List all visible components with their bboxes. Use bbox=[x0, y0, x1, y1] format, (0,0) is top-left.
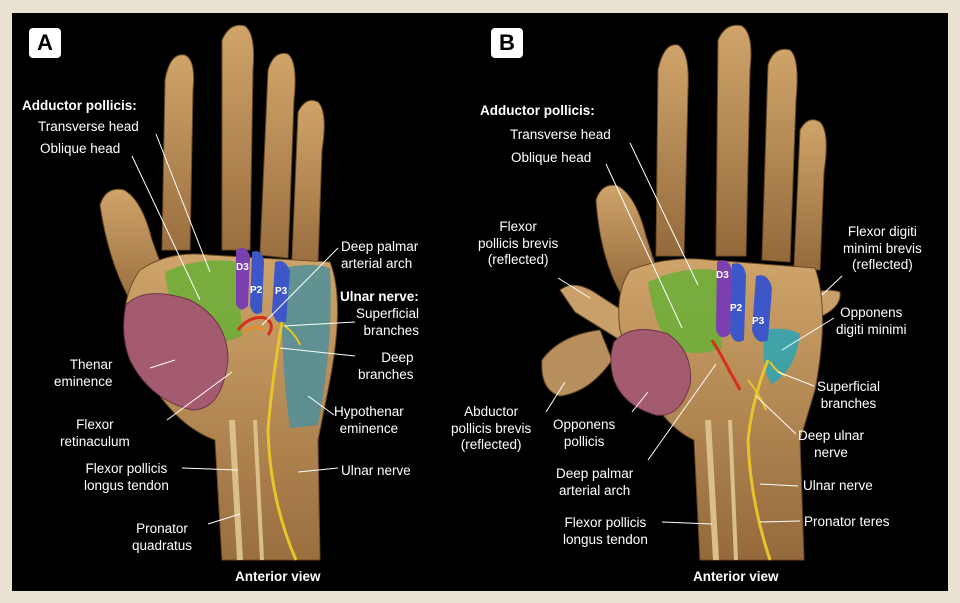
flexor-pollicis-longus-label-b: Flexor pollicis longus tendon bbox=[563, 515, 648, 547]
pronator-quadratus-label-a: Pronator quadratus bbox=[132, 521, 193, 553]
transverse-head-label-b: Transverse head bbox=[510, 127, 611, 142]
thenar-eminence-label-a: Thenar eminence bbox=[54, 357, 113, 389]
ulnar-nerve-heading-a: Ulnar nerve: bbox=[340, 289, 419, 304]
abductor-pollicis-brevis-label-b: Abductor pollicis brevis (reflected) bbox=[451, 404, 532, 452]
panel-a-badge: A bbox=[29, 28, 61, 58]
oblique-head-label-a: Oblique head bbox=[40, 141, 121, 156]
fpb-reflected-label-b: Flexor pollicis brevis (reflected) bbox=[478, 219, 559, 267]
opponens-digiti-minimi-label-b: Opponens digiti minimi bbox=[836, 305, 907, 337]
deep-palmar-arch-label-a: Deep palmar arterial arch bbox=[341, 239, 419, 271]
fdmb-reflected-label-b: Flexor digiti minimi brevis (reflected) bbox=[843, 224, 922, 272]
adductor-pollicis-heading-a: Adductor pollicis: bbox=[22, 98, 137, 113]
ulnar-nerve-label-a: Ulnar nerve bbox=[341, 463, 411, 478]
panel-a-hand bbox=[99, 24, 338, 561]
segment-d3-a: D3 bbox=[236, 262, 249, 273]
ulnar-nerve-label-b: Ulnar nerve bbox=[803, 478, 873, 493]
segment-d3-b: D3 bbox=[716, 270, 729, 281]
deep-branches-label-a: Deep branches bbox=[358, 350, 414, 382]
superficial-branches-label-b: Superficial branches bbox=[817, 379, 881, 411]
deep-palmar-arch-label-b: Deep palmar arterial arch bbox=[556, 466, 634, 498]
anterior-view-label-b: Anterior view bbox=[693, 569, 779, 584]
oblique-head-label-b: Oblique head bbox=[511, 150, 592, 165]
superficial-branches-label-a: Superficial branches bbox=[356, 306, 420, 338]
panel-b-leader-lines bbox=[545, 142, 843, 525]
segment-p2-b: P2 bbox=[730, 303, 743, 314]
segment-p3-b: P3 bbox=[752, 316, 765, 327]
opponens-pollicis-label-b: Opponens pollicis bbox=[553, 417, 616, 449]
panel-a-leader-lines bbox=[131, 133, 356, 525]
deep-ulnar-nerve-label-b: Deep ulnar nerve bbox=[798, 428, 865, 460]
flexor-retinaculum-label-a: Flexor retinaculum bbox=[60, 417, 130, 449]
pronator-teres-label-b: Pronator teres bbox=[804, 514, 890, 529]
segment-p2-a: P2 bbox=[250, 285, 263, 296]
hypothenar-eminence-label-a: Hypothenar eminence bbox=[334, 404, 404, 436]
transverse-head-label-a: Transverse head bbox=[38, 119, 139, 134]
segment-p3-a: P3 bbox=[275, 286, 288, 297]
adductor-pollicis-heading-b: Adductor pollicis: bbox=[480, 103, 595, 118]
panel-b-badge: B bbox=[491, 28, 523, 58]
anterior-view-label-a: Anterior view bbox=[235, 569, 321, 584]
flexor-pollicis-longus-label-a: Flexor pollicis longus tendon bbox=[84, 461, 169, 493]
